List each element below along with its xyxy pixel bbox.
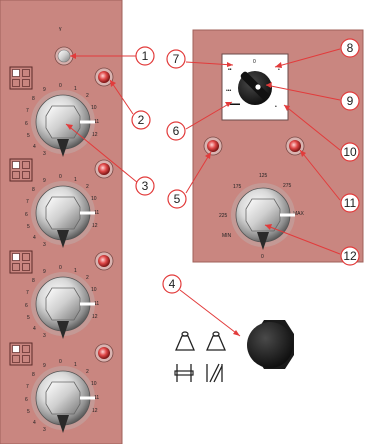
selector-label-grill: ▬▬ [230,101,240,107]
callout-9: 9 [347,94,354,108]
callout-numbers: 1 2 3 4 5 6 7 8 9 10 11 12 [138,41,357,291]
panel-symbol: γ [59,26,62,32]
mode-icons [174,331,226,383]
thermostat-label: 0 [261,254,264,260]
selector-label-top-right: • [278,67,280,73]
thermostat-label: 225 [219,213,228,219]
callout-11: 11 [344,196,357,210]
black-control-knob[interactable] [247,320,294,369]
callout-12: 12 [343,249,357,263]
selector-label-off: 0 [253,59,256,65]
thermostat-label: 125 [259,173,268,179]
callout-6: 6 [173,124,180,138]
oven-indicator-lamp-left [203,136,223,156]
callout-lines [65,48,341,337]
callout-3: 3 [142,179,149,193]
callout-markers [131,38,360,294]
selector-label-bottom-right: • [275,104,277,110]
griddle-icon [206,363,223,383]
callout-2: 2 [138,113,145,127]
thermostat-knob[interactable]: 125 175 275 225 MAX MIN 0 [219,173,305,260]
callout-7: 7 [173,52,180,66]
indicator-lamp [94,159,114,179]
thermostat-label: 175 [233,184,242,190]
pot-icon [175,331,195,351]
callout-5: 5 [174,192,181,206]
selector-label-top: •• [228,67,232,73]
pilot-button[interactable] [54,46,74,66]
thermostat-label: MIN [222,233,232,239]
callout-10: 10 [343,145,357,159]
indicator-lamp [94,343,114,363]
thermostat-label: MAX [293,211,305,217]
thermostat-label: 275 [283,183,292,189]
callout-1: 1 [142,49,149,63]
callout-8: 8 [347,41,354,55]
callout-4: 4 [169,277,176,291]
indicator-lamp [94,67,114,87]
indicator-lamp [94,251,114,271]
selector-label-left: ••• [226,88,232,94]
callout-arrowheads [66,53,306,336]
griddle-icon [174,364,194,382]
pot-icon [206,331,226,351]
